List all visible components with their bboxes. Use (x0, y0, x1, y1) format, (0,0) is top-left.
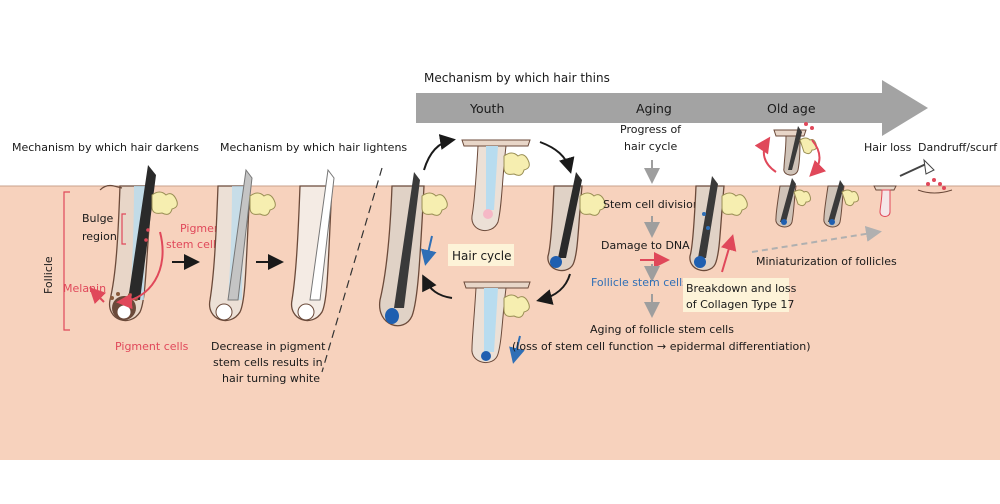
cycle-blue-arrow-left (420, 235, 437, 266)
header-darkens: Mechanism by which hair darkens (12, 141, 199, 154)
aging-stem-label-1: Aging of follicle stem cells (590, 323, 734, 336)
follicle-graying (208, 168, 276, 322)
miniaturization-label: Miniaturization of follicles (756, 255, 897, 268)
cycle-arrow-bottom-right (536, 273, 571, 305)
cycle-follicle-right (547, 172, 606, 272)
cycle-arrow-top-right (539, 141, 575, 174)
cycle-follicle-left (379, 172, 448, 327)
cycle-follicle-bottom (463, 281, 531, 363)
top-title: Mechanism by which hair thins (424, 71, 610, 85)
hair-loss-follicle (873, 185, 897, 217)
stem-division-label: Stem cell division (603, 198, 700, 211)
miniaturization-arrow (751, 225, 882, 253)
melanin-arrow (116, 231, 164, 310)
stage-old-age: Old age (767, 101, 816, 116)
aging-stem-label-2: (loss of stem cell function → epidermal … (512, 340, 811, 353)
old-age-follicle-top (773, 122, 817, 176)
old-age-cycle-left (754, 136, 777, 173)
stage-arrow (416, 80, 928, 136)
section-divider (321, 167, 383, 373)
breakdown-label-1: Breakdown and loss (686, 282, 797, 295)
bulge-region-label-1: Bulge (82, 212, 114, 225)
bulge-region-label-2: region (82, 230, 117, 243)
pigment-stem-label-1: Pigment (180, 222, 226, 235)
dandruff-icon (899, 158, 953, 194)
collagen-arrow (720, 234, 737, 273)
pigment-cells-label: Pigment cells (115, 340, 189, 353)
decrease-label-3: hair turning white (222, 372, 320, 385)
progress-label-1: Progress of (620, 123, 682, 136)
hair-cycle-label: Hair cycle (452, 249, 511, 263)
hair-cycle-box (448, 244, 514, 266)
breakdown-label-2: of Collagen Type 17 (686, 298, 794, 311)
melanin-arrow-2 (89, 287, 107, 305)
cycle-follicle-top (461, 139, 531, 231)
follicle-stem-label: Follicle stem cells (591, 276, 688, 289)
old-age-follicle-1 (775, 178, 811, 228)
damage-dna-label: Damage to DNA (601, 239, 690, 252)
decrease-label-2: stem cells results in (213, 356, 323, 369)
melanin-label: Melanin (63, 282, 106, 295)
dandruff-label: Dandruff/scurf (918, 141, 998, 154)
hair-loss-label: Hair loss (864, 141, 912, 154)
follicle-label: Follicle (42, 256, 55, 294)
stage-youth: Youth (469, 101, 504, 116)
cycle-arrow-bottom-left (422, 274, 453, 299)
aging-follicle (689, 176, 748, 272)
stage-aging: Aging (636, 101, 672, 116)
header-lightens: Mechanism by which hair lightens (220, 141, 407, 154)
old-age-follicle-2 (823, 180, 859, 228)
pigment-stem-label-2: stem cells (166, 238, 222, 251)
follicle-bracket (63, 191, 70, 331)
cycle-arrow-top-left (423, 134, 456, 171)
bulge-bracket (121, 213, 126, 245)
cycle-blue-arrow-bottom (509, 335, 525, 364)
old-age-cycle-right (809, 139, 827, 177)
progress-label-2: hair cycle (624, 140, 677, 153)
breakdown-box (683, 278, 789, 312)
decrease-label-1: Decrease in pigment (211, 340, 326, 353)
follicle-white (290, 168, 335, 322)
